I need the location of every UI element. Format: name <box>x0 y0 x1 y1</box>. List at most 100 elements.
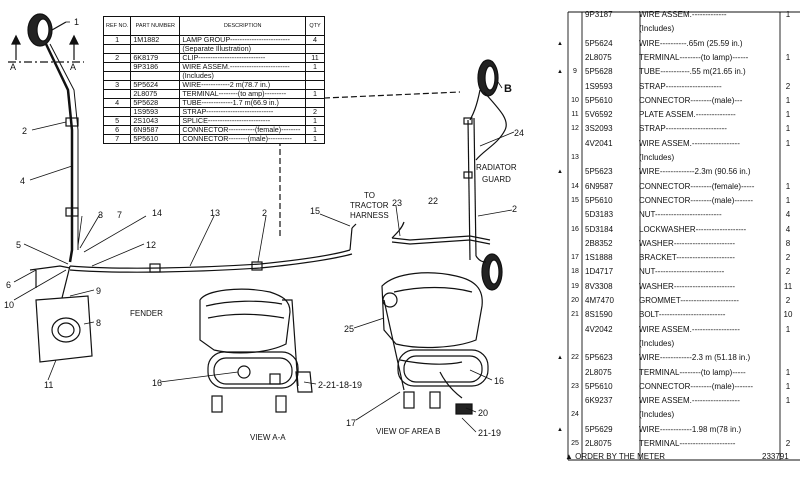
list-cell-desc: (Includes) <box>639 410 675 420</box>
list-cell-qty: 4 <box>785 224 791 234</box>
section-label-a-left: A <box>10 62 16 72</box>
list-cell-desc: WIRE ASSEM.------------------ <box>639 138 740 148</box>
list-cell-pn: 5P5623 <box>585 353 613 363</box>
list-item: (Includes) <box>565 339 801 350</box>
list-cell-mark: ▲ <box>557 426 563 433</box>
table-cell-pn: 5P5610 <box>130 134 181 144</box>
list-cell-ref: 9 <box>573 68 577 76</box>
list-cell-ref: 20 <box>571 297 579 304</box>
list-cell-qty: 1 <box>785 95 791 105</box>
list-cell-pn: 9P3187 <box>585 10 613 19</box>
list-cell-pn: 2L8075 <box>585 52 612 62</box>
table-cell-ref <box>102 62 132 72</box>
callout-16-left: 16 <box>152 378 162 388</box>
list-cell-qty: 2 <box>785 81 791 91</box>
list-cell-desc: CONNECTOR--------(male)--- <box>639 95 743 105</box>
table-cell-ref: 1 <box>102 35 132 45</box>
list-item: 13(Includes) <box>565 153 801 164</box>
list-cell-mark: ▲ <box>557 355 563 362</box>
list-cell-pn: 5P5610 <box>585 195 613 205</box>
list-cell-pn: 2B8352 <box>585 238 613 248</box>
callout-12: 12 <box>146 240 156 250</box>
callout-6: 6 <box>6 280 11 290</box>
list-cell-qty: 2 <box>785 253 791 263</box>
list-cell-qty: 2 <box>785 296 791 305</box>
list-cell-pn: 6N9587 <box>585 181 614 191</box>
list-cell-pn: 5P5624 <box>585 38 613 48</box>
list-cell-pn: 8V3308 <box>585 281 613 291</box>
header-description: DESCRIPTION <box>179 16 306 36</box>
header-ref-no: REF NO. <box>102 16 132 36</box>
list-item: 24(Includes) <box>565 410 801 421</box>
list-cell-mark: ▲ <box>557 169 563 176</box>
list-cell-pn: 2L8075 <box>585 439 612 448</box>
list-cell-desc: CONNECTOR--------(male)------- <box>639 381 754 391</box>
list-cell-ref: 15 <box>571 196 579 204</box>
list-cell-desc: (Includes) <box>639 24 675 34</box>
callout-2-upper: 2 <box>22 126 27 136</box>
list-cell-pn: 5P5623 <box>585 167 613 177</box>
list-cell-desc: TERMINAL--------(to lamp)----- <box>639 367 746 377</box>
list-cell-pn: 1S9593 <box>585 81 613 91</box>
list-cell-pn: 3S2093 <box>585 124 613 134</box>
callout-16-right: 16 <box>494 376 504 386</box>
list-cell-qty: 1 <box>785 181 791 191</box>
list-cell-pn: 5P5610 <box>585 95 613 105</box>
list-cell-desc: WASHER----------------------- <box>639 238 736 248</box>
list-cell-pn: 5P5628 <box>585 67 613 77</box>
list-cell-desc: WIRE----------.65m (25.59 in.) <box>639 38 743 48</box>
table-cell-ref: 7 <box>102 134 132 144</box>
lamp-group-upper-left <box>27 13 67 47</box>
list-cell-qty: 10 <box>783 310 793 320</box>
callout-22: 22 <box>428 196 438 206</box>
list-cell-pn: 1D4717 <box>585 267 614 277</box>
radiator-label: RADIATOR <box>476 163 517 172</box>
list-cell-desc: WIRE------------1.98 m(78 in.) <box>639 424 742 434</box>
table-cell-qty <box>305 71 325 81</box>
list-item: (Includes) <box>565 24 801 35</box>
table-cell-ref: 3 <box>102 80 132 90</box>
table-cell-ref: 4 <box>102 98 132 108</box>
list-cell-qty: 8 <box>785 238 791 248</box>
list-cell-ref: 12 <box>571 125 579 133</box>
view-a-a-drawing <box>199 288 313 413</box>
list-cell-pn: 5D3183 <box>585 210 614 220</box>
list-cell-pn: 8S1590 <box>585 310 613 320</box>
list-cell-pn: 4M7470 <box>585 296 614 305</box>
list-item: 2B8352 WASHER----------------------- 8 <box>565 239 801 250</box>
header-part-number: PART NUMBER <box>130 16 181 36</box>
section-arrow-a-right <box>69 34 79 60</box>
table-cell-desc: CONNECTOR--------(male)---------- <box>179 134 306 144</box>
table-cell-qty: 4 <box>305 35 325 45</box>
callout-13: 13 <box>210 208 220 218</box>
callout-2-21-18-19: 2-21-18-19 <box>318 380 362 390</box>
view-area-b-drawing <box>381 272 489 415</box>
list-cell-ref: 16 <box>571 225 579 233</box>
list-cell-qty: 4 <box>785 210 791 220</box>
table-cell-qty: 1 <box>305 134 325 144</box>
list-cell-ref: 23 <box>571 382 579 390</box>
list-cell-pn: 4V2041 <box>585 138 613 148</box>
list-cell-qty: 1 <box>785 138 791 148</box>
